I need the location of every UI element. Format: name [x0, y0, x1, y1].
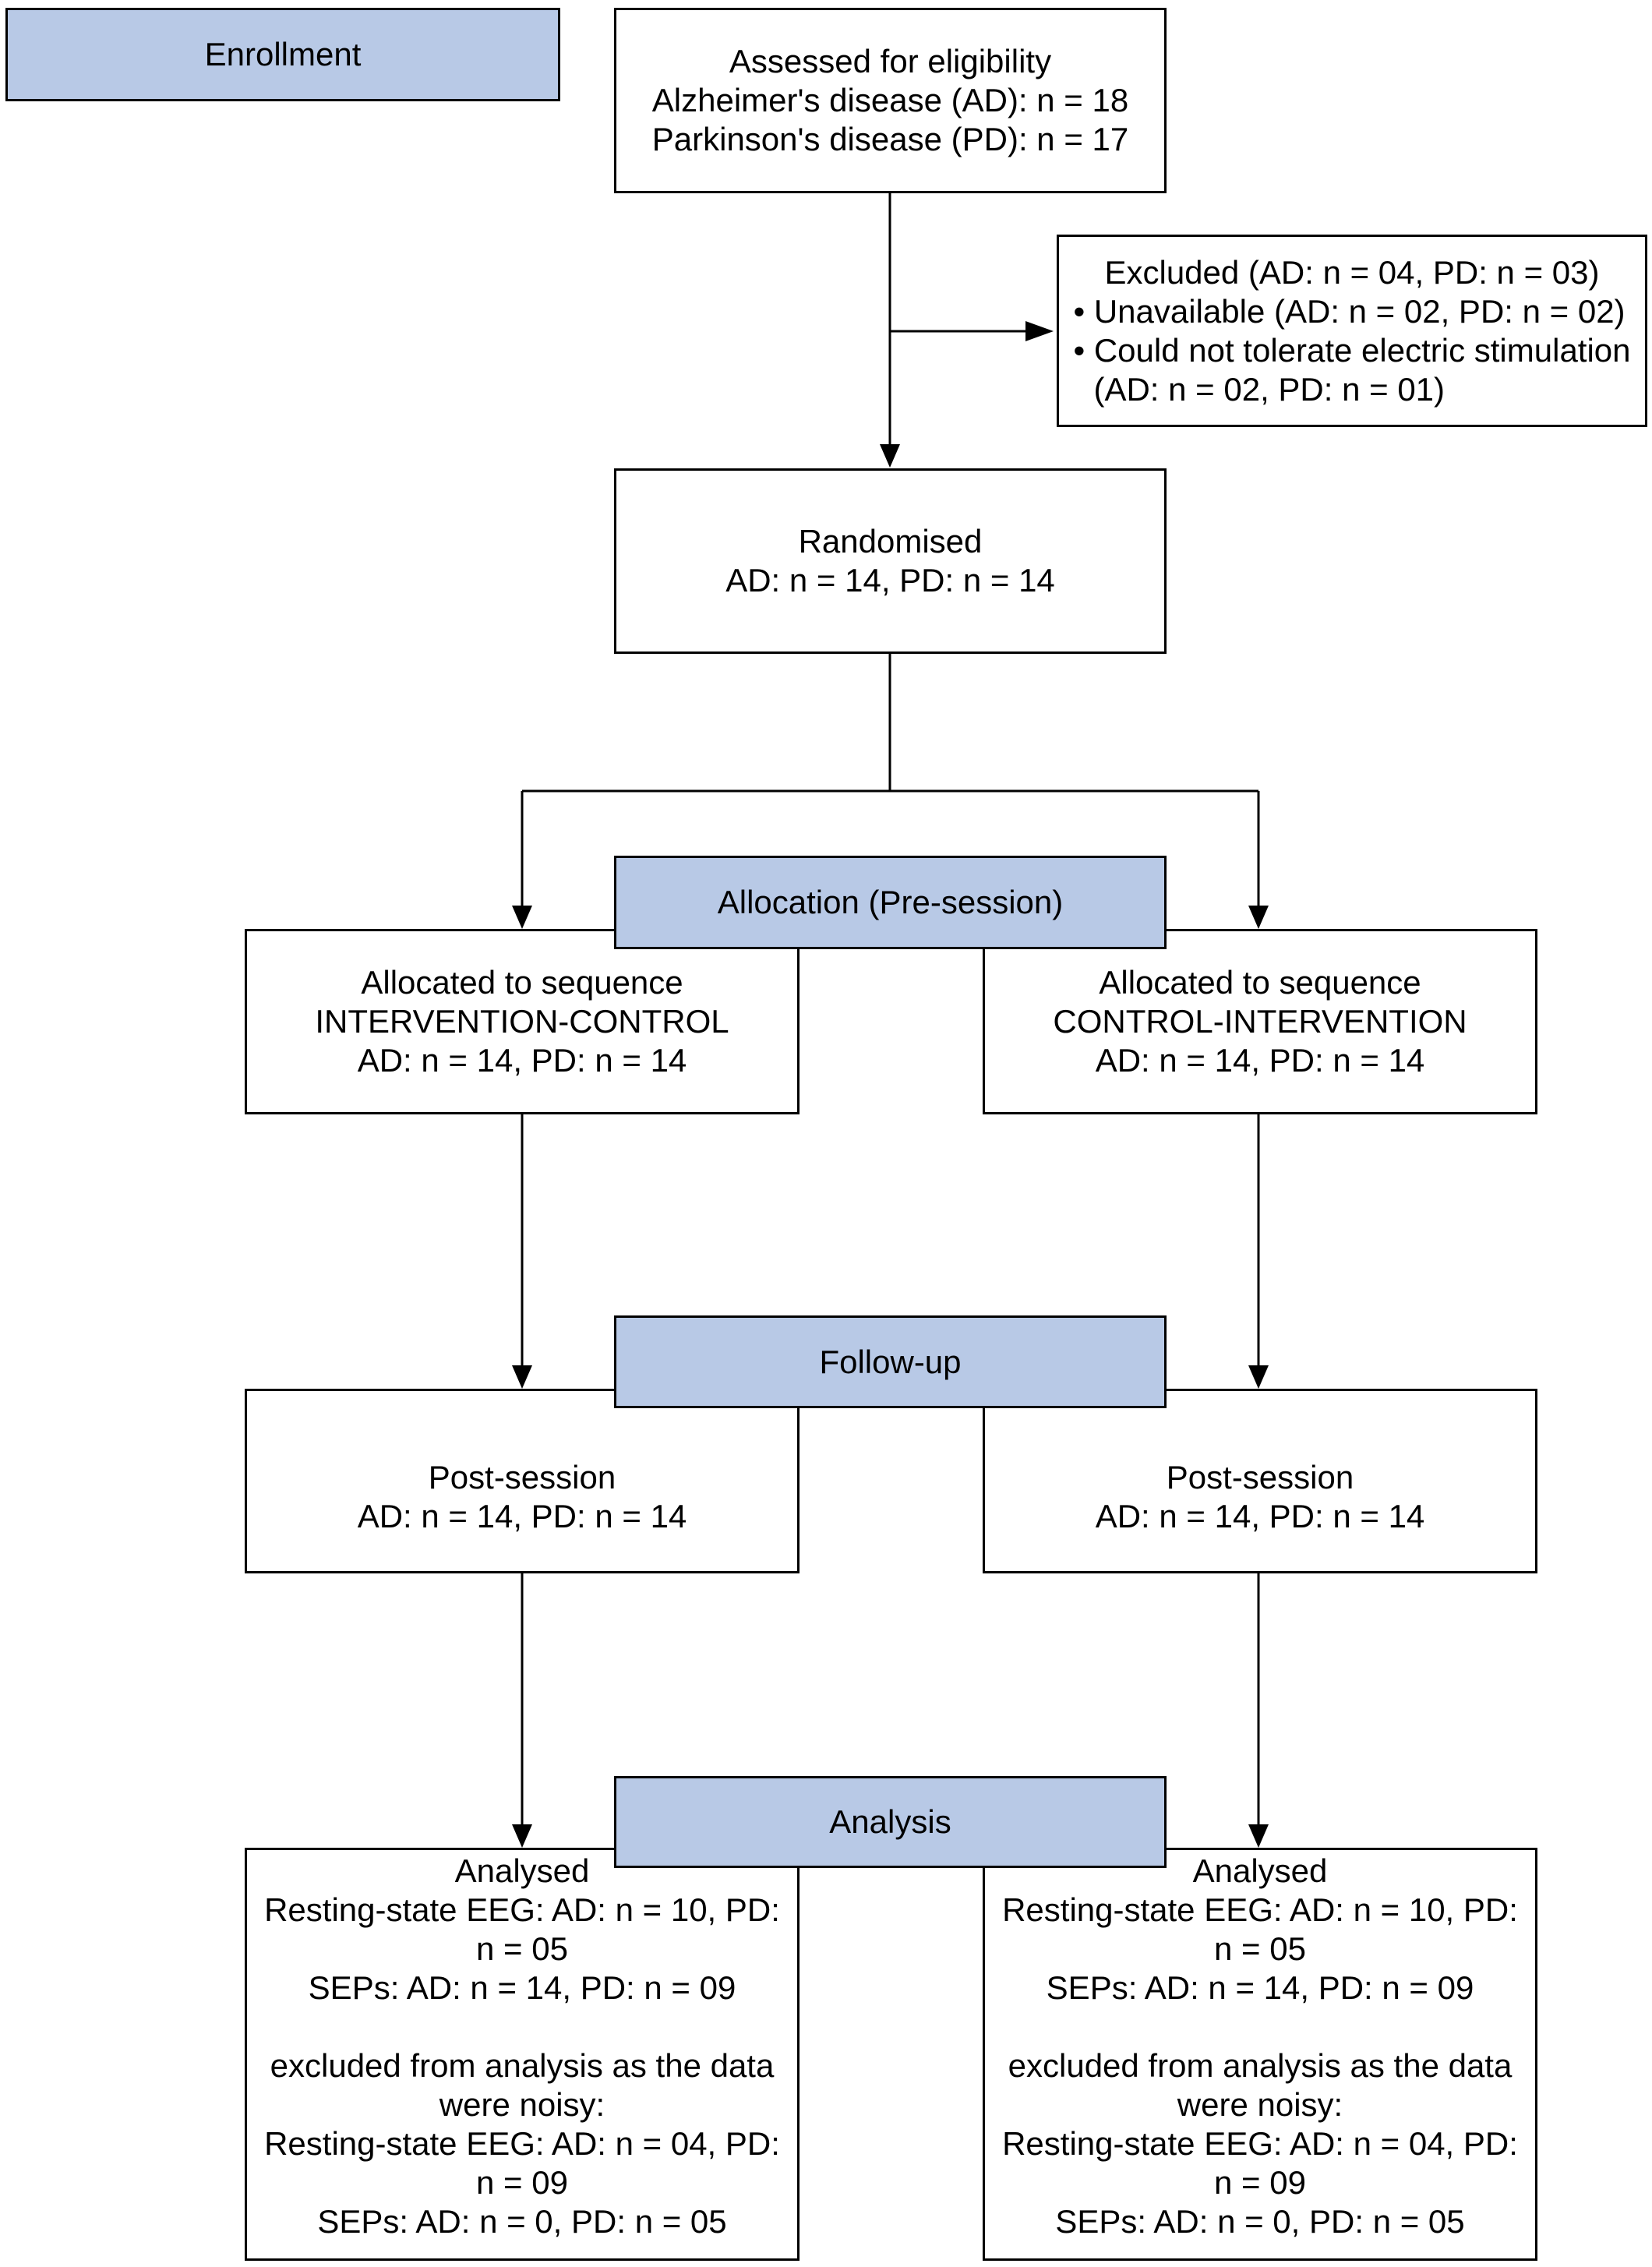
- allocated-right-counts: AD: n = 14, PD: n = 14: [1095, 1042, 1425, 1079]
- arrowhead-to-randomised: [880, 444, 900, 468]
- randomised-box: Randomised AD: n = 14, PD: n = 14: [614, 468, 1167, 654]
- followup-stage-label: Follow-up: [614, 1315, 1167, 1408]
- assessed-ad-count: Alzheimer's disease (AD): n = 18: [651, 82, 1129, 118]
- allocated-left-title: Allocated to sequence: [361, 964, 683, 1001]
- analysed-left-eeg-pd: n = 05: [476, 1930, 568, 1967]
- analysed-left-excluded-eeg: Resting-state EEG: AD: n = 04, PD:: [264, 2125, 780, 2162]
- arrowhead-to-post-left: [512, 1365, 532, 1389]
- arrowhead-to-analysed-right: [1248, 1824, 1269, 1848]
- allocated-left-box: Allocated to sequence INTERVENTION-CONTR…: [245, 929, 800, 1114]
- analysed-left-excluded-eeg-pd: n = 09: [476, 2164, 568, 2201]
- assessed-pd-count: Parkinson's disease (PD): n = 17: [651, 121, 1129, 157]
- analysed-right-excluded-eeg-pd: n = 09: [1214, 2164, 1306, 2201]
- analysed-right-title: Analysed: [1192, 1852, 1328, 1889]
- post-session-left-title: Post-session: [428, 1458, 616, 1495]
- post-session-right-counts: AD: n = 14, PD: n = 14: [1095, 1497, 1425, 1534]
- excluded-item-unavailable: • Unavailable (AD: n = 02, PD: n = 02): [1073, 292, 1626, 330]
- excluded-item-stimulation: • Could not tolerate electric stimulatio…: [1073, 331, 1631, 369]
- allocation-label: Allocation (Pre-session): [717, 884, 1064, 920]
- allocation-stage-label: Allocation (Pre-session): [614, 856, 1167, 949]
- excluded-title: Excluded (AD: n = 04, PD: n = 03): [1104, 253, 1600, 291]
- followup-label: Follow-up: [819, 1343, 962, 1380]
- analysed-left-excluded-seps: SEPs: AD: n = 0, PD: n = 05: [317, 2203, 727, 2240]
- allocated-right-box: Allocated to sequence CONTROL-INTERVENTI…: [983, 929, 1537, 1114]
- analysed-right-excluded-note-cont: were noisy:: [1177, 2086, 1343, 2123]
- arrowhead-to-allocated-left: [512, 906, 532, 929]
- analysed-left-eeg: Resting-state EEG: AD: n = 10, PD:: [264, 1891, 780, 1928]
- allocated-left-sequence: INTERVENTION-CONTROL: [315, 1003, 729, 1040]
- randomised-counts: AD: n = 14, PD: n = 14: [725, 562, 1055, 599]
- analysed-right-excluded-eeg: Resting-state EEG: AD: n = 04, PD:: [1002, 2125, 1518, 2162]
- analysis-label: Analysis: [829, 1803, 951, 1840]
- analysed-right-excluded-seps: SEPs: AD: n = 0, PD: n = 05: [1055, 2203, 1465, 2240]
- assessed-box: Assessed for eligibility Alzheimer's dis…: [614, 8, 1167, 193]
- excluded-box: Excluded (AD: n = 04, PD: n = 03) • Unav…: [1057, 235, 1647, 427]
- post-session-left-counts: AD: n = 14, PD: n = 14: [357, 1497, 687, 1534]
- arrowhead-to-excluded: [1025, 321, 1054, 341]
- post-session-left-box: Post-session AD: n = 14, PD: n = 14: [245, 1389, 800, 1573]
- arrowhead-to-analysed-left: [512, 1824, 532, 1848]
- analysed-left-box: Analysed Resting-state EEG: AD: n = 10, …: [245, 1848, 800, 2261]
- analysed-left-title: Analysed: [454, 1852, 590, 1889]
- analysed-right-eeg-pd: n = 05: [1214, 1930, 1306, 1967]
- post-session-right-box: Post-session AD: n = 14, PD: n = 14: [983, 1389, 1537, 1573]
- arrowhead-to-allocated-right: [1248, 906, 1269, 929]
- excluded-item-stimulation-counts: (AD: n = 02, PD: n = 01): [1093, 370, 1446, 408]
- enrollment-label: Enrollment: [204, 36, 362, 72]
- post-session-right-title: Post-session: [1166, 1458, 1354, 1495]
- analysis-stage-label: Analysis: [614, 1776, 1167, 1868]
- analysed-right-excluded-note: excluded from analysis as the data: [1008, 2047, 1513, 2084]
- analysed-left-excluded-note: excluded from analysis as the data: [270, 2047, 775, 2084]
- assessed-title: Assessed for eligibility: [729, 43, 1052, 79]
- arrowhead-to-post-right: [1248, 1365, 1269, 1389]
- allocated-left-counts: AD: n = 14, PD: n = 14: [357, 1042, 687, 1079]
- randomised-title: Randomised: [798, 523, 983, 560]
- allocated-right-title: Allocated to sequence: [1099, 964, 1421, 1001]
- enrollment-stage-label: Enrollment: [5, 8, 560, 101]
- analysed-right-box: Analysed Resting-state EEG: AD: n = 10, …: [983, 1848, 1537, 2261]
- analysed-left-seps: SEPs: AD: n = 14, PD: n = 09: [308, 1969, 736, 2006]
- allocated-right-sequence: CONTROL-INTERVENTION: [1053, 1003, 1467, 1040]
- analysed-right-eeg: Resting-state EEG: AD: n = 10, PD:: [1002, 1891, 1518, 1928]
- analysed-left-excluded-note-cont: were noisy:: [439, 2086, 605, 2123]
- analysed-right-seps: SEPs: AD: n = 14, PD: n = 09: [1046, 1969, 1474, 2006]
